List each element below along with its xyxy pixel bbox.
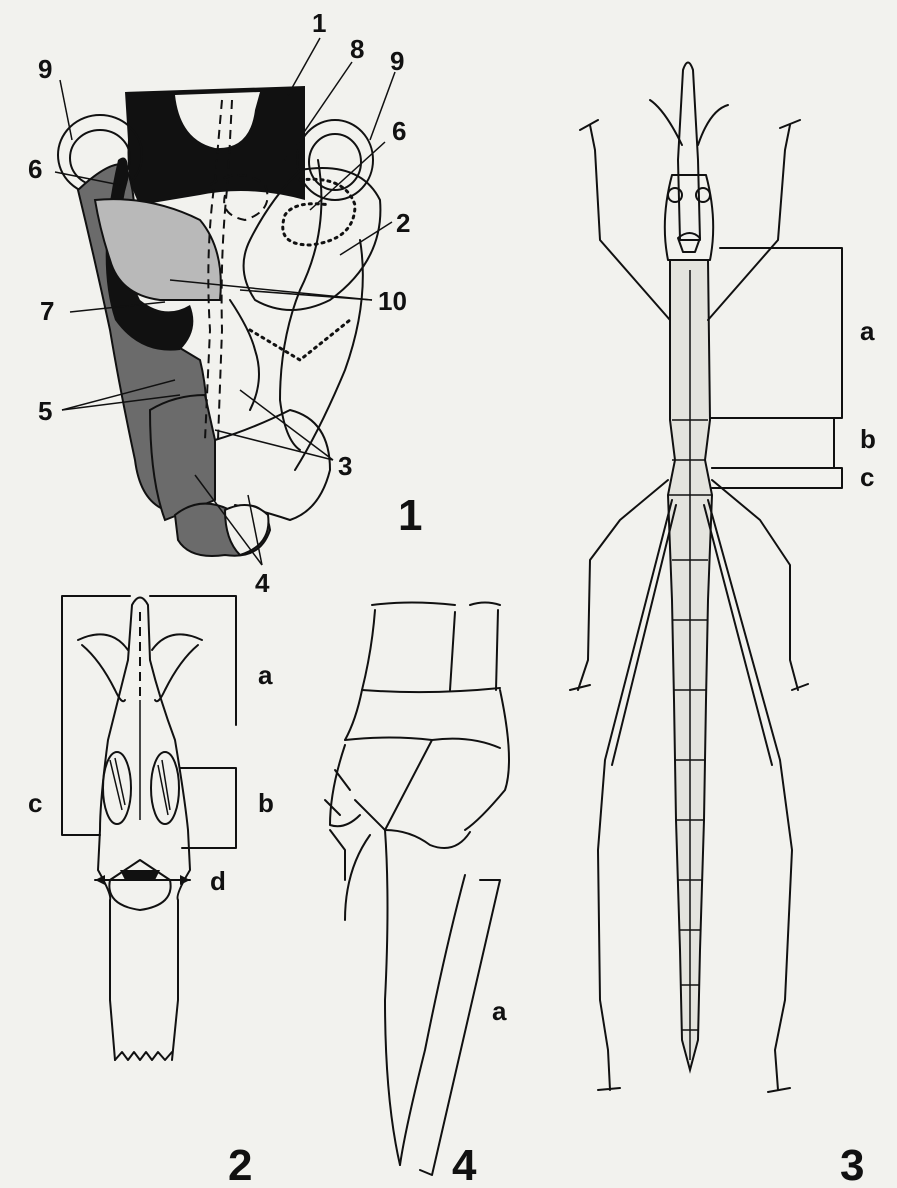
fig4-label-a: a [492, 996, 507, 1026]
figure-number-3: 3 [840, 1141, 864, 1188]
fig3-label-a: a [860, 316, 875, 346]
callout-9-right: 9 [390, 46, 404, 76]
figure-1-drawing [55, 38, 395, 565]
callout-10: 10 [378, 286, 407, 316]
fig2-label-b: b [258, 788, 274, 818]
figure-3-drawing [570, 63, 842, 1093]
callout-7: 7 [40, 296, 54, 326]
figure-number-2: 2 [228, 1141, 252, 1188]
black-plate [125, 86, 305, 205]
callout-9-left: 9 [38, 54, 52, 84]
lower-shield [150, 395, 215, 520]
eye-right [151, 752, 179, 824]
fig2-label-c: c [28, 788, 42, 818]
fig3-label-c: c [860, 462, 874, 492]
callout-3: 3 [338, 451, 352, 481]
fig2-label-d: d [210, 866, 226, 896]
figure-2-drawing [62, 596, 236, 1060]
callout-5: 5 [38, 396, 52, 426]
callout-6-right: 6 [392, 116, 406, 146]
figure-number-4: 4 [452, 1141, 477, 1188]
figure-number-1: 1 [398, 491, 422, 540]
fig3-label-b: b [860, 424, 876, 454]
callout-1: 1 [312, 8, 326, 38]
callout-4: 4 [255, 568, 270, 598]
fig2-label-a: a [258, 660, 273, 690]
callout-8: 8 [350, 34, 364, 64]
figure-4-drawing [325, 603, 509, 1176]
figure-3-labels: a b c [860, 316, 876, 492]
callout-6-left: 6 [28, 154, 42, 184]
callout-2: 2 [396, 208, 410, 238]
